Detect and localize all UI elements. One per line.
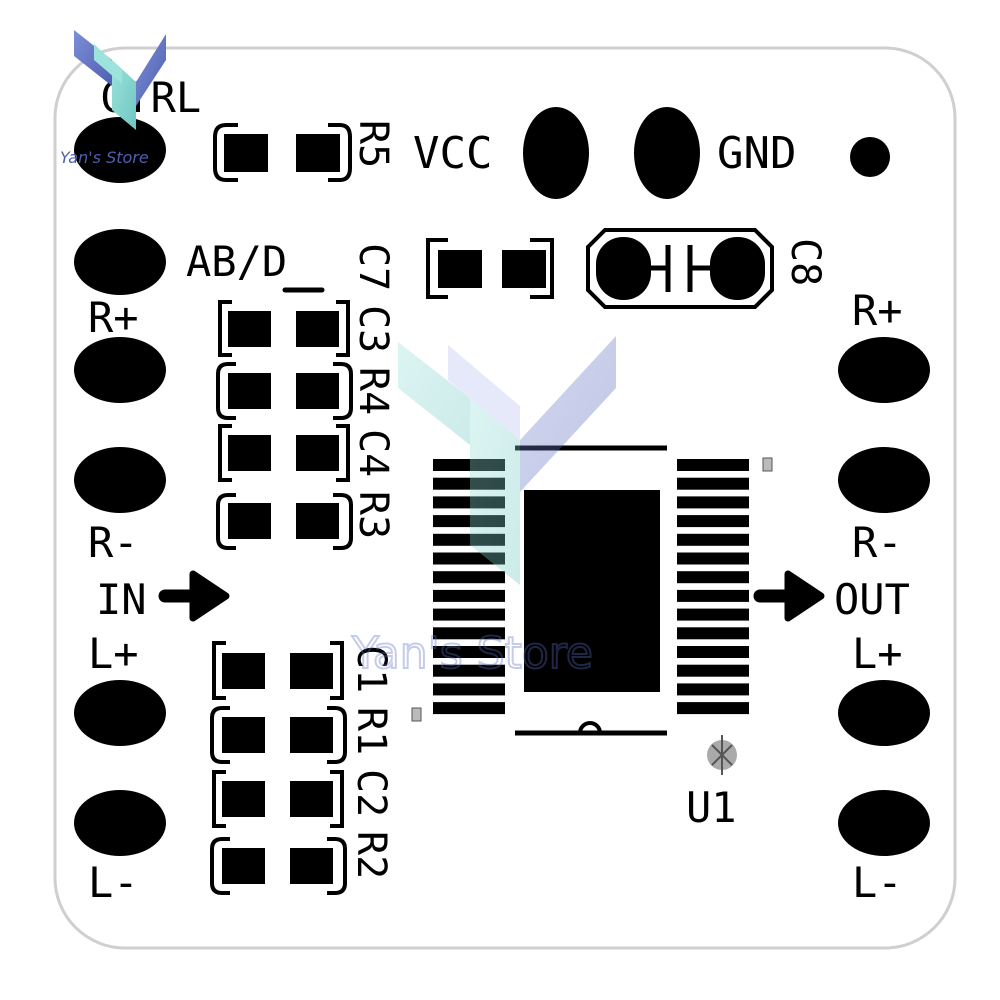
chip-pin-right-12 [677, 664, 749, 677]
chip-pin-right-4 [677, 515, 749, 528]
chip-pin-left-14 [433, 702, 505, 715]
chip-pin-right-14 [677, 702, 749, 715]
mounting-dot [850, 137, 890, 177]
label-right-r-plus: R+ [852, 286, 903, 335]
chip-pin-left-7 [433, 571, 505, 584]
chip-pin-right-7 [677, 571, 749, 584]
designator-r3: R3 [350, 491, 396, 539]
chip-pins-right [677, 459, 749, 715]
watermark-store-name-small: Yan's Store [60, 148, 149, 167]
label-vcc: VCC [413, 128, 492, 179]
input-passives-lower [210, 641, 347, 895]
chip-pin-left-9 [433, 608, 505, 621]
pad-ab-d[interactable] [74, 229, 166, 295]
left-pad-column [74, 117, 166, 856]
label-gnd: GND [717, 128, 796, 179]
designator-r2: R2 [348, 831, 394, 879]
chip-pin-right-10 [677, 627, 749, 640]
label-ab-d: AB/D [186, 237, 287, 286]
pad-out-l-plus[interactable] [838, 680, 930, 746]
capacitor-c7 [426, 238, 554, 299]
out-arrow-icon [753, 570, 825, 622]
label-u1: U1 [686, 783, 737, 832]
chip-pin-right-1 [677, 459, 749, 471]
chip-pin-left-12 [433, 664, 505, 677]
pad-vcc[interactable] [523, 107, 589, 199]
label-left-r-plus: R+ [88, 293, 139, 342]
designator-c3: C3 [350, 305, 396, 353]
chip-pin-left-13 [433, 683, 505, 696]
pad-in-l-plus[interactable] [74, 680, 166, 746]
chip-pin-right-5 [677, 533, 749, 546]
chip-pin-right-13 [677, 683, 749, 696]
designator-c4: C4 [350, 429, 396, 477]
label-in: IN [96, 575, 147, 624]
chip-pin-right-9 [677, 608, 749, 621]
chip-pin-right-3 [677, 496, 749, 509]
chip-pin-left-11 [433, 646, 505, 658]
capacitor-c8 [586, 228, 774, 309]
label-left-l-plus: L+ [88, 629, 139, 678]
label-left-r-minus: R- [88, 518, 139, 567]
label-right-r-minus: R- [852, 518, 903, 567]
chip-pin-left-10 [433, 627, 505, 640]
pin-marker-right [762, 457, 773, 472]
watermark-logo-small: Yan's Store [60, 30, 166, 167]
designator-r5: R5 [350, 120, 396, 168]
pin1-marker [411, 707, 422, 722]
chip-pin-right-2 [677, 477, 749, 490]
pad-out-r-plus[interactable] [838, 337, 930, 403]
pad-out-r-minus[interactable] [838, 447, 930, 513]
pad-in-r-minus[interactable] [74, 447, 166, 513]
chip-pin-left-8 [433, 589, 505, 602]
pad-ctrl[interactable] [74, 117, 166, 183]
label-out: OUT [834, 575, 910, 624]
designator-r1: R1 [348, 707, 394, 755]
watermark-logo-center: Yan's Store [350, 336, 616, 680]
designator-c1: C1 [348, 645, 394, 693]
label-right-l-minus: L- [852, 858, 903, 907]
designator-c2: C2 [348, 769, 394, 817]
designator-c8: C8 [782, 238, 828, 286]
in-arrow-icon [158, 570, 230, 622]
pad-out-l-minus[interactable] [838, 790, 930, 856]
pad-gnd[interactable] [634, 107, 700, 199]
resistor-r5 [213, 123, 352, 182]
pad-in-r-plus[interactable] [74, 337, 166, 403]
chip-pin-right-8 [677, 589, 749, 602]
label-left-l-minus: L- [88, 858, 139, 907]
designator-r4: R4 [350, 367, 396, 415]
pad-in-l-minus[interactable] [74, 790, 166, 856]
label-right-l-plus: L+ [852, 629, 903, 678]
chip-thermal-pad [524, 490, 660, 692]
chip-pin-right-11 [677, 646, 749, 658]
designator-c7: C7 [350, 243, 396, 291]
right-pad-column [838, 137, 930, 856]
watermark-store-name: Yan's Store [351, 628, 593, 679]
chip-pin-right-6 [677, 552, 749, 565]
input-passives-upper [216, 287, 353, 550]
